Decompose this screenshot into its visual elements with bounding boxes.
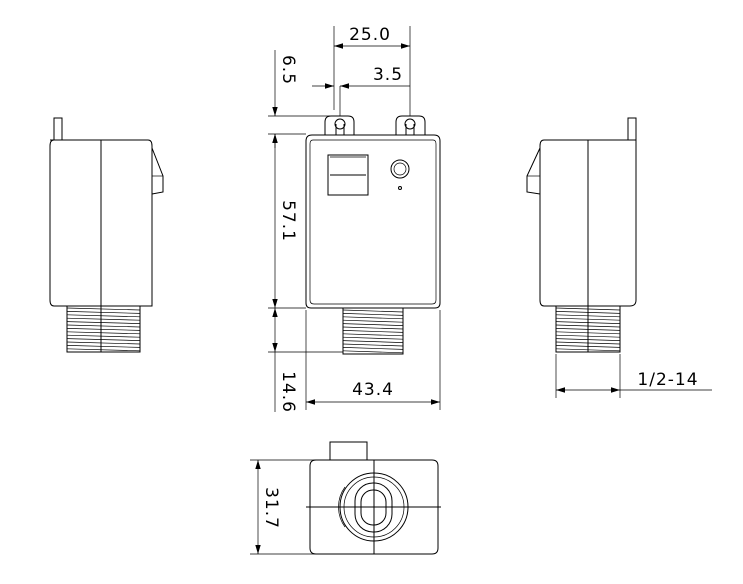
left-side-view (49, 117, 164, 353)
dim-label-thread-spec: 1/2-14 (637, 370, 698, 390)
dim-pin-width: 3.5 (312, 65, 410, 116)
button-icon (390, 159, 410, 179)
dim-body-width: 43.4 (305, 310, 441, 410)
dim-thread-length: 14.6 (268, 308, 343, 413)
right-thread (555, 307, 621, 352)
dim-label-body-depth: 31.7 (261, 487, 281, 529)
dim-label-pin-offset: 6.5 (278, 55, 298, 85)
front-view (305, 115, 441, 355)
dim-label-pin-spacing: 25.0 (349, 25, 391, 45)
right-pin (395, 115, 426, 135)
indicator-window (327, 154, 369, 196)
left-thread (66, 307, 141, 352)
dim-thread-spec: 1/2-14 (555, 354, 712, 398)
dim-pin-spacing: 25.0 (333, 25, 411, 116)
left-pin (324, 115, 355, 135)
dim-label-body-width: 43.4 (352, 380, 394, 400)
dim-body-depth: 31.7 (250, 459, 316, 555)
dim-label-body-height: 57.1 (278, 200, 298, 242)
bottom-view (306, 441, 441, 555)
front-thread (342, 309, 404, 354)
dim-pin-offset: 6.5 (268, 50, 330, 148)
dim-body-height: 57.1 (268, 134, 306, 309)
conduit-hole (339, 472, 409, 542)
right-side-view (526, 117, 637, 353)
dim-label-pin-width: 3.5 (373, 65, 403, 85)
dim-label-thread-length: 14.6 (278, 371, 298, 413)
